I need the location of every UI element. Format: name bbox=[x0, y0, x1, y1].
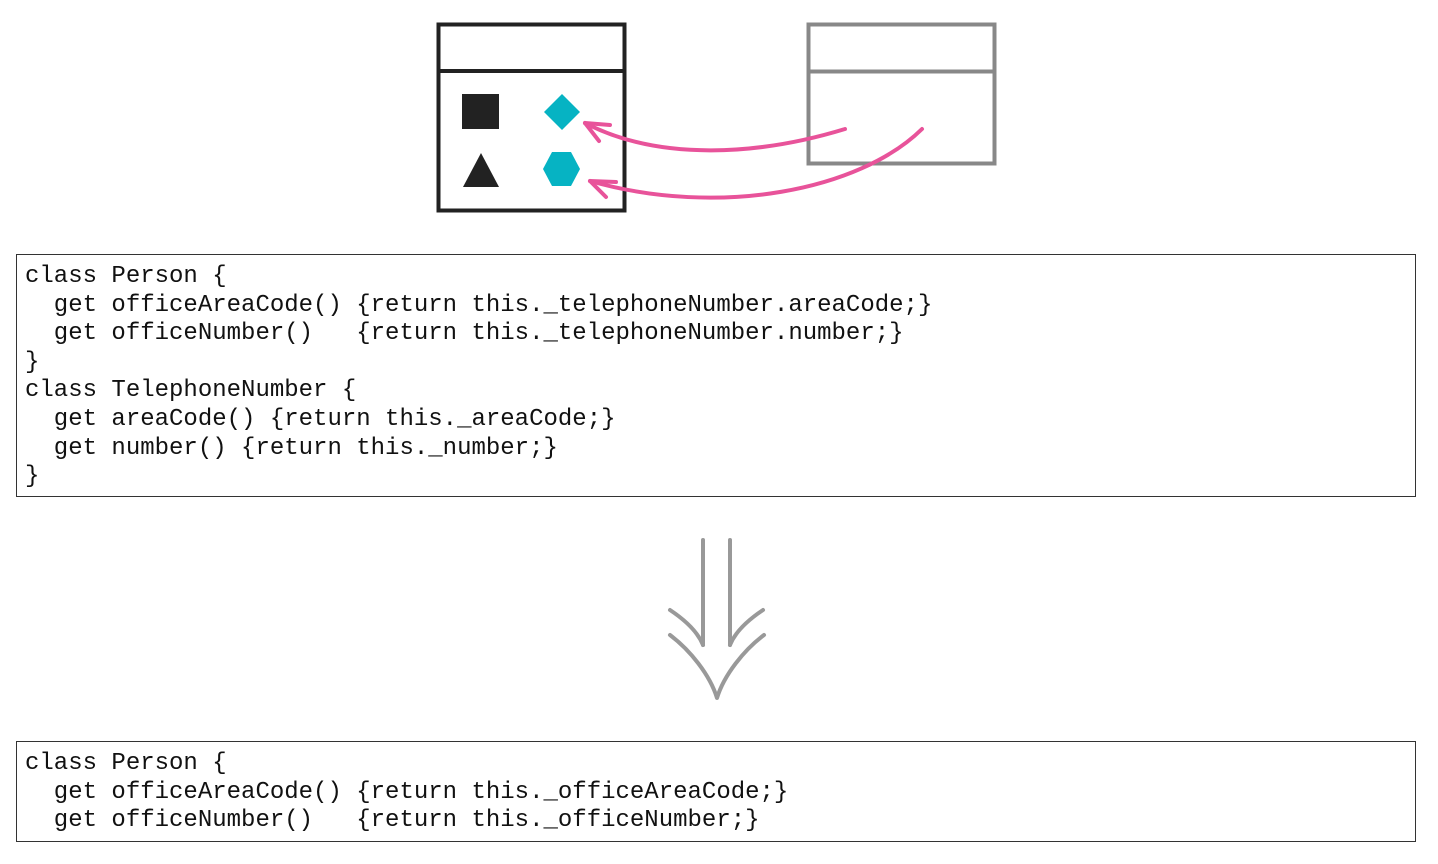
code-line: class TelephoneNumber { bbox=[25, 377, 357, 405]
code-line: get officeAreaCode() {return this._telep… bbox=[25, 291, 933, 319]
triangle-icon bbox=[463, 153, 499, 187]
code-line: get areaCode() {return this._areaCode;} bbox=[25, 405, 616, 433]
code-line: get number() {return this._number;} bbox=[25, 434, 558, 462]
move-arrow-area-code bbox=[583, 121, 847, 153]
code-block-before: class Person { get officeAreaCode() {ret… bbox=[16, 254, 1416, 497]
hexagon-icon bbox=[543, 152, 580, 186]
code-block-after: class Person { get officeAreaCode() {ret… bbox=[16, 741, 1416, 842]
refactoring-diagram bbox=[436, 22, 997, 213]
class-box-telephone-number bbox=[806, 22, 997, 166]
double-down-arrow-icon bbox=[668, 538, 766, 700]
code-line: } bbox=[25, 463, 40, 491]
code-line: class Person { bbox=[25, 263, 227, 290]
code-line: get officeNumber() {return this._telepho… bbox=[25, 320, 904, 348]
square-icon bbox=[462, 94, 499, 129]
code-line: get officeAreaCode() {return this._offic… bbox=[25, 778, 789, 806]
move-arrow-number bbox=[588, 127, 924, 200]
code-line: } bbox=[25, 348, 40, 376]
code-line: class Person { bbox=[25, 750, 227, 777]
code-line: get officeNumber() {return this._officeN… bbox=[25, 807, 760, 835]
diamond-icon bbox=[544, 94, 580, 130]
